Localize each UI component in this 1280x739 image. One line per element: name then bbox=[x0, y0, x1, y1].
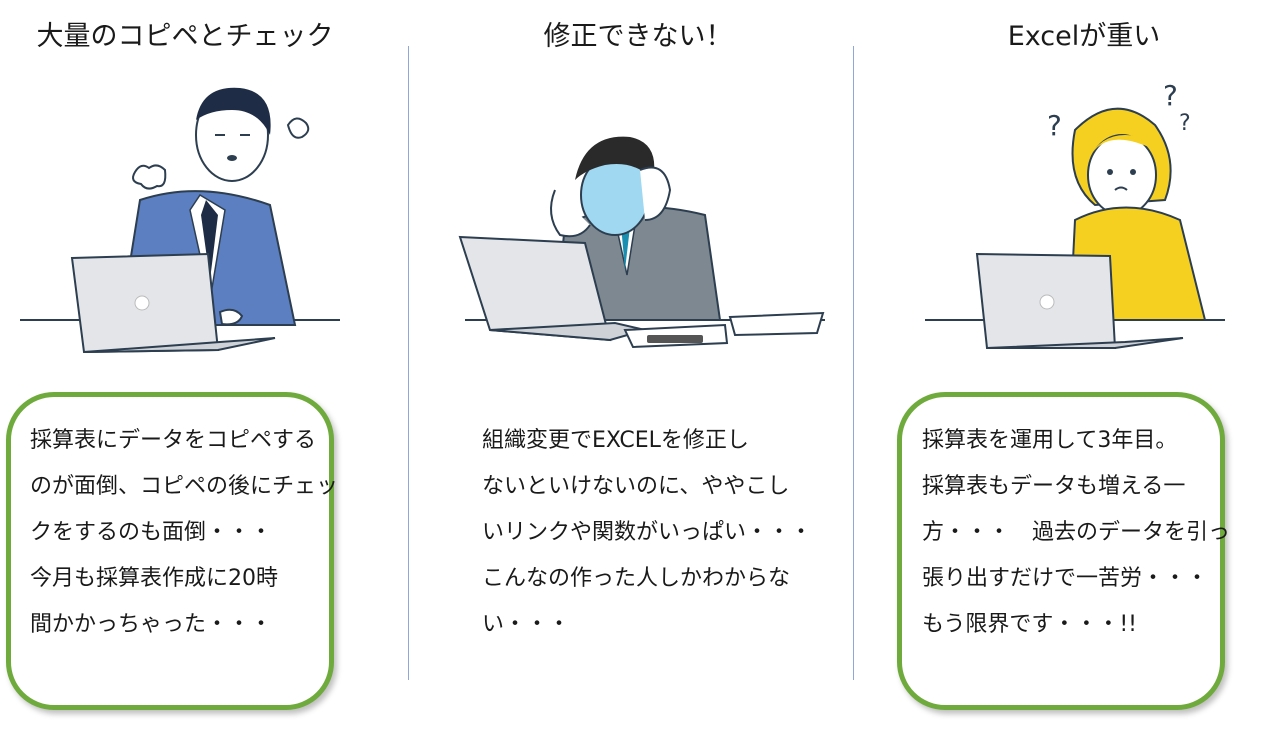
column-3-title: Excelが重い bbox=[1007, 21, 1161, 52]
column-3-text: 採算表を運用して3年目。 採算表もデータも増える一 方・・・ 過去のデータを引っ… bbox=[922, 418, 1230, 648]
text-line: い・・・ bbox=[482, 612, 571, 637]
text-line: 張り出すだけで一苦労・・・ bbox=[922, 566, 1209, 591]
divider-left bbox=[408, 46, 409, 680]
speech-bubble-3 bbox=[897, 392, 1225, 710]
text-line: もう限界です・・・!! bbox=[922, 612, 1137, 637]
text-line: のが面倒、コピペの後にチェッ bbox=[30, 474, 339, 499]
speech-bubble-1 bbox=[6, 392, 334, 710]
column-1-text: 採算表にデータをコピペする のが面倒、コピペの後にチェッ クをするのも面倒・・・… bbox=[30, 418, 338, 648]
text-line: こんなの作った人しかわからな bbox=[482, 566, 791, 591]
text-line: いリンクや関数がいっぱい・・・ bbox=[482, 520, 813, 545]
text-line: 方・・・ 過去のデータを引っ bbox=[922, 520, 1231, 545]
confused-woman-illustration: ? ? ? bbox=[925, 80, 1225, 349]
text-line: 間かかっちゃった・・・ bbox=[30, 612, 273, 637]
tired-man-illustration bbox=[20, 87, 340, 354]
question-mark-icon-1: ? bbox=[1047, 109, 1062, 142]
text-line: 採算表もデータも増える一 bbox=[922, 474, 1186, 499]
text-line: 組織変更でEXCELを修正し bbox=[482, 428, 749, 453]
divider-right bbox=[853, 46, 854, 680]
column-1-title: 大量のコピペとチェック bbox=[36, 21, 334, 52]
text-line: 採算表を運用して3年目。 bbox=[922, 428, 1178, 453]
column-2-title: 修正できない！ bbox=[543, 21, 733, 52]
text-line: 採算表にデータをコピペする bbox=[30, 428, 317, 453]
column-2-text: 組織変更でEXCELを修正し ないといけないのに、ややこし いリンクや関数がいっ… bbox=[482, 418, 812, 648]
text-line: クをするのも面倒・・・ bbox=[30, 520, 273, 545]
question-mark-icon-3: ? bbox=[1179, 111, 1191, 136]
question-mark-icon-2: ? bbox=[1163, 80, 1178, 112]
text-line: 今月も採算表作成に20時 bbox=[30, 566, 278, 591]
text-line: ないといけないのに、ややこし bbox=[482, 474, 790, 499]
stressed-man-illustration bbox=[458, 136, 825, 349]
